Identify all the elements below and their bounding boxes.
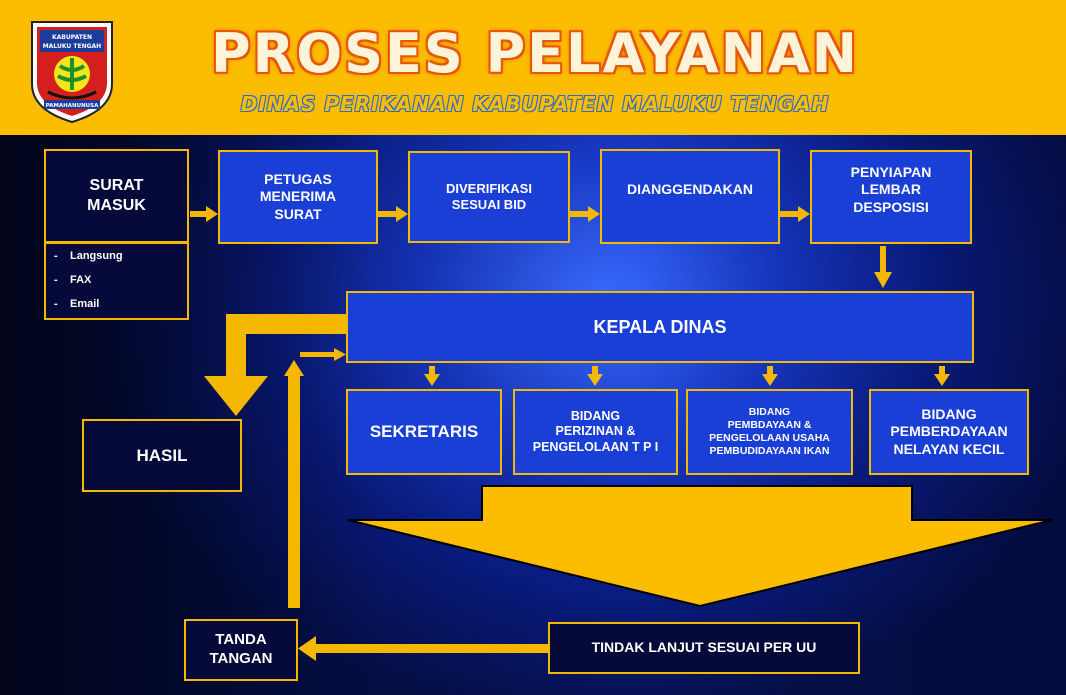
arrow-down-perizinan [587,366,603,386]
arrow-right-4 [780,206,810,222]
bidang-pembudidayaan-label: BIDANG PEMBDAYAAN & PENGELOLAAN USAHA PE… [709,405,830,458]
arrow-kepala-to-hasil [204,314,346,416]
arrow-down-nelayan [934,366,950,386]
channel-label: Email [70,298,100,310]
channel-label: FAX [70,274,92,286]
svg-text:KABUPATEN: KABUPATEN [52,34,92,41]
surat-masuk-box: SURAT MASUK [44,149,189,243]
penyiapan-box: PENYIAPAN LEMBAR DESPOSISI [810,150,972,244]
tindak-lanjut-label: TINDAK LANJUT SESUAI PER UU [591,639,817,656]
svg-text:MALUKU TENGAH: MALUKU TENGAH [43,43,101,50]
surat-masuk-channel-list: -Langsung -FAX -Email [44,242,189,320]
arrow-down-penyiapan [874,246,892,288]
petugas-label: PETUGAS MENERIMA SURAT [259,170,337,222]
channel-label: Langsung [70,250,123,262]
sekretaris-label: SEKRETARIS [369,422,479,442]
penyiapan-label: PENYIAPAN LEMBAR DESPOSISI [850,163,932,215]
diagendakan-label: DIANGGENDAKAN [627,180,753,197]
petugas-box: PETUGAS MENERIMA SURAT [218,150,378,244]
kepala-dinas-label: KEPALA DINAS [593,316,727,337]
arrow-left-tindak [298,636,548,661]
arrow-down-pembudidayaan [762,366,778,386]
kabupaten-logo-icon: KABUPATEN MALUKU TENGAH PAMAHANUNUSA [31,21,113,124]
header-banner: KABUPATEN MALUKU TENGAH PAMAHANUNUSA PRO… [0,0,1066,135]
page-title: PROSES PELAYANAN [211,22,859,85]
bidang-pembudidayaan-box: BIDANG PEMBDAYAAN & PENGELOLAAN USAHA PE… [686,389,853,475]
arrow-down-sekretaris [424,366,440,386]
diverifikasi-label: DIVERIFIKASI SESUAI BID [446,180,532,212]
surat-masuk-label: SURAT MASUK [87,177,146,214]
diverifikasi-box: DIVERIFIKASI SESUAI BID [408,151,570,243]
bidang-nelayan-label: BIDANG PEMBERDAYAAN NELAYAN KECIL [890,405,1008,457]
arrow-right-1 [190,206,218,222]
arrow-right-2 [378,206,408,222]
arrow-up-return [284,360,304,608]
hasil-label: HASIL [136,445,188,465]
tanda-tangan-label: TANDA TANGAN [209,631,273,667]
sekretaris-box: SEKRETARIS [346,389,502,475]
funnel-arrow [347,485,1053,608]
page-subtitle: DINAS PERIKANAN KABUPATEN MALUKU TENGAH [240,92,830,116]
kepala-dinas-box: KEPALA DINAS [346,291,974,363]
bidang-perizinan-box: BIDANG PERIZINAN & PENGELOLAAN T P I [513,389,678,475]
tanda-tangan-box: TANDA TANGAN [184,619,298,681]
tindak-lanjut-box: TINDAK LANJUT SESUAI PER UU [548,622,860,674]
diagendakan-box: DIANGGENDAKAN [600,149,780,244]
arrow-right-3 [570,206,600,222]
bidang-perizinan-label: BIDANG PERIZINAN & PENGELOLAAN T P I [532,408,659,454]
bidang-nelayan-box: BIDANG PEMBERDAYAAN NELAYAN KECIL [869,389,1029,475]
hasil-box: HASIL [82,419,242,492]
svg-text:PAMAHANUNUSA: PAMAHANUNUSA [46,103,99,109]
arrow-into-kepala [300,348,346,361]
